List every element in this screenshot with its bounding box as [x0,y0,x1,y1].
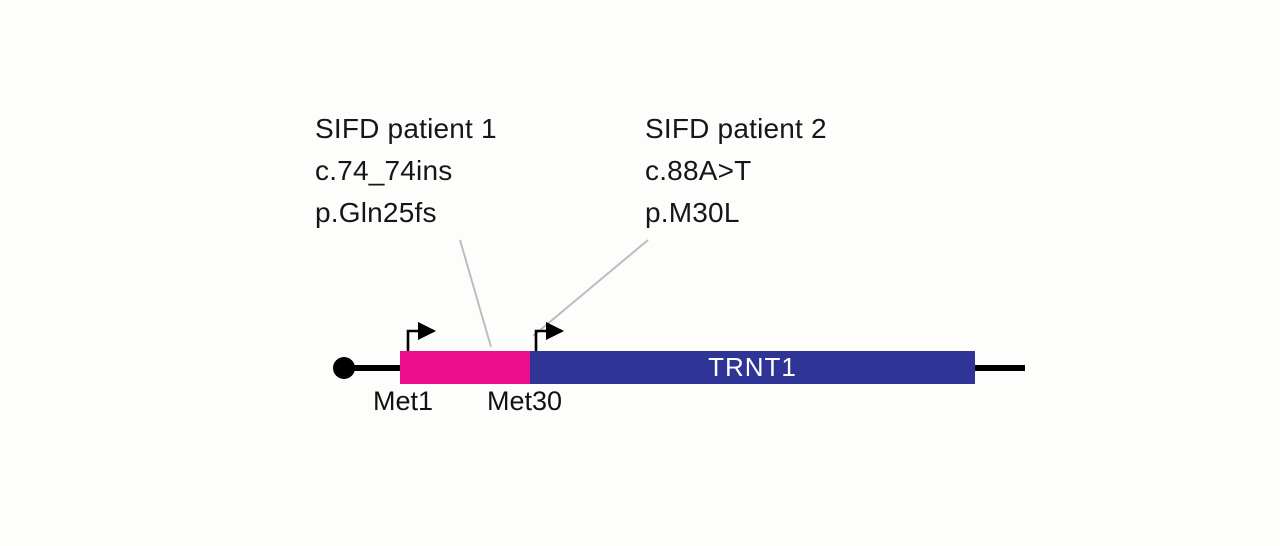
trnt1-gene-box [530,351,975,384]
patient2-protein-change: p.M30L [645,197,740,228]
met1-label: Met1 [373,386,434,416]
patient1-title: SIFD patient 1 [315,113,497,144]
patient2-leader-line [532,239,649,337]
patient2-cdna-change: c.88A>T [645,155,752,186]
met30-label: Met30 [487,386,563,416]
patient2-annotation: SIFD patient 2 c.88A>T p.M30L [645,108,827,234]
patient1-leader-line [459,239,492,348]
patient2-title: SIFD patient 2 [645,113,827,144]
met1-start-arrow [406,321,437,351]
patient1-cdna-change: c.74_74ins [315,155,453,186]
patient1-protein-change: p.Gln25fs [315,197,437,228]
n-terminal-extension-box [400,351,530,384]
patient1-annotation: SIFD patient 1 c.74_74ins p.Gln25fs [315,108,497,234]
gene-start-dot [333,357,355,379]
gene-name-label: TRNT1 [708,352,797,382]
met30-start-arrow [534,321,565,351]
